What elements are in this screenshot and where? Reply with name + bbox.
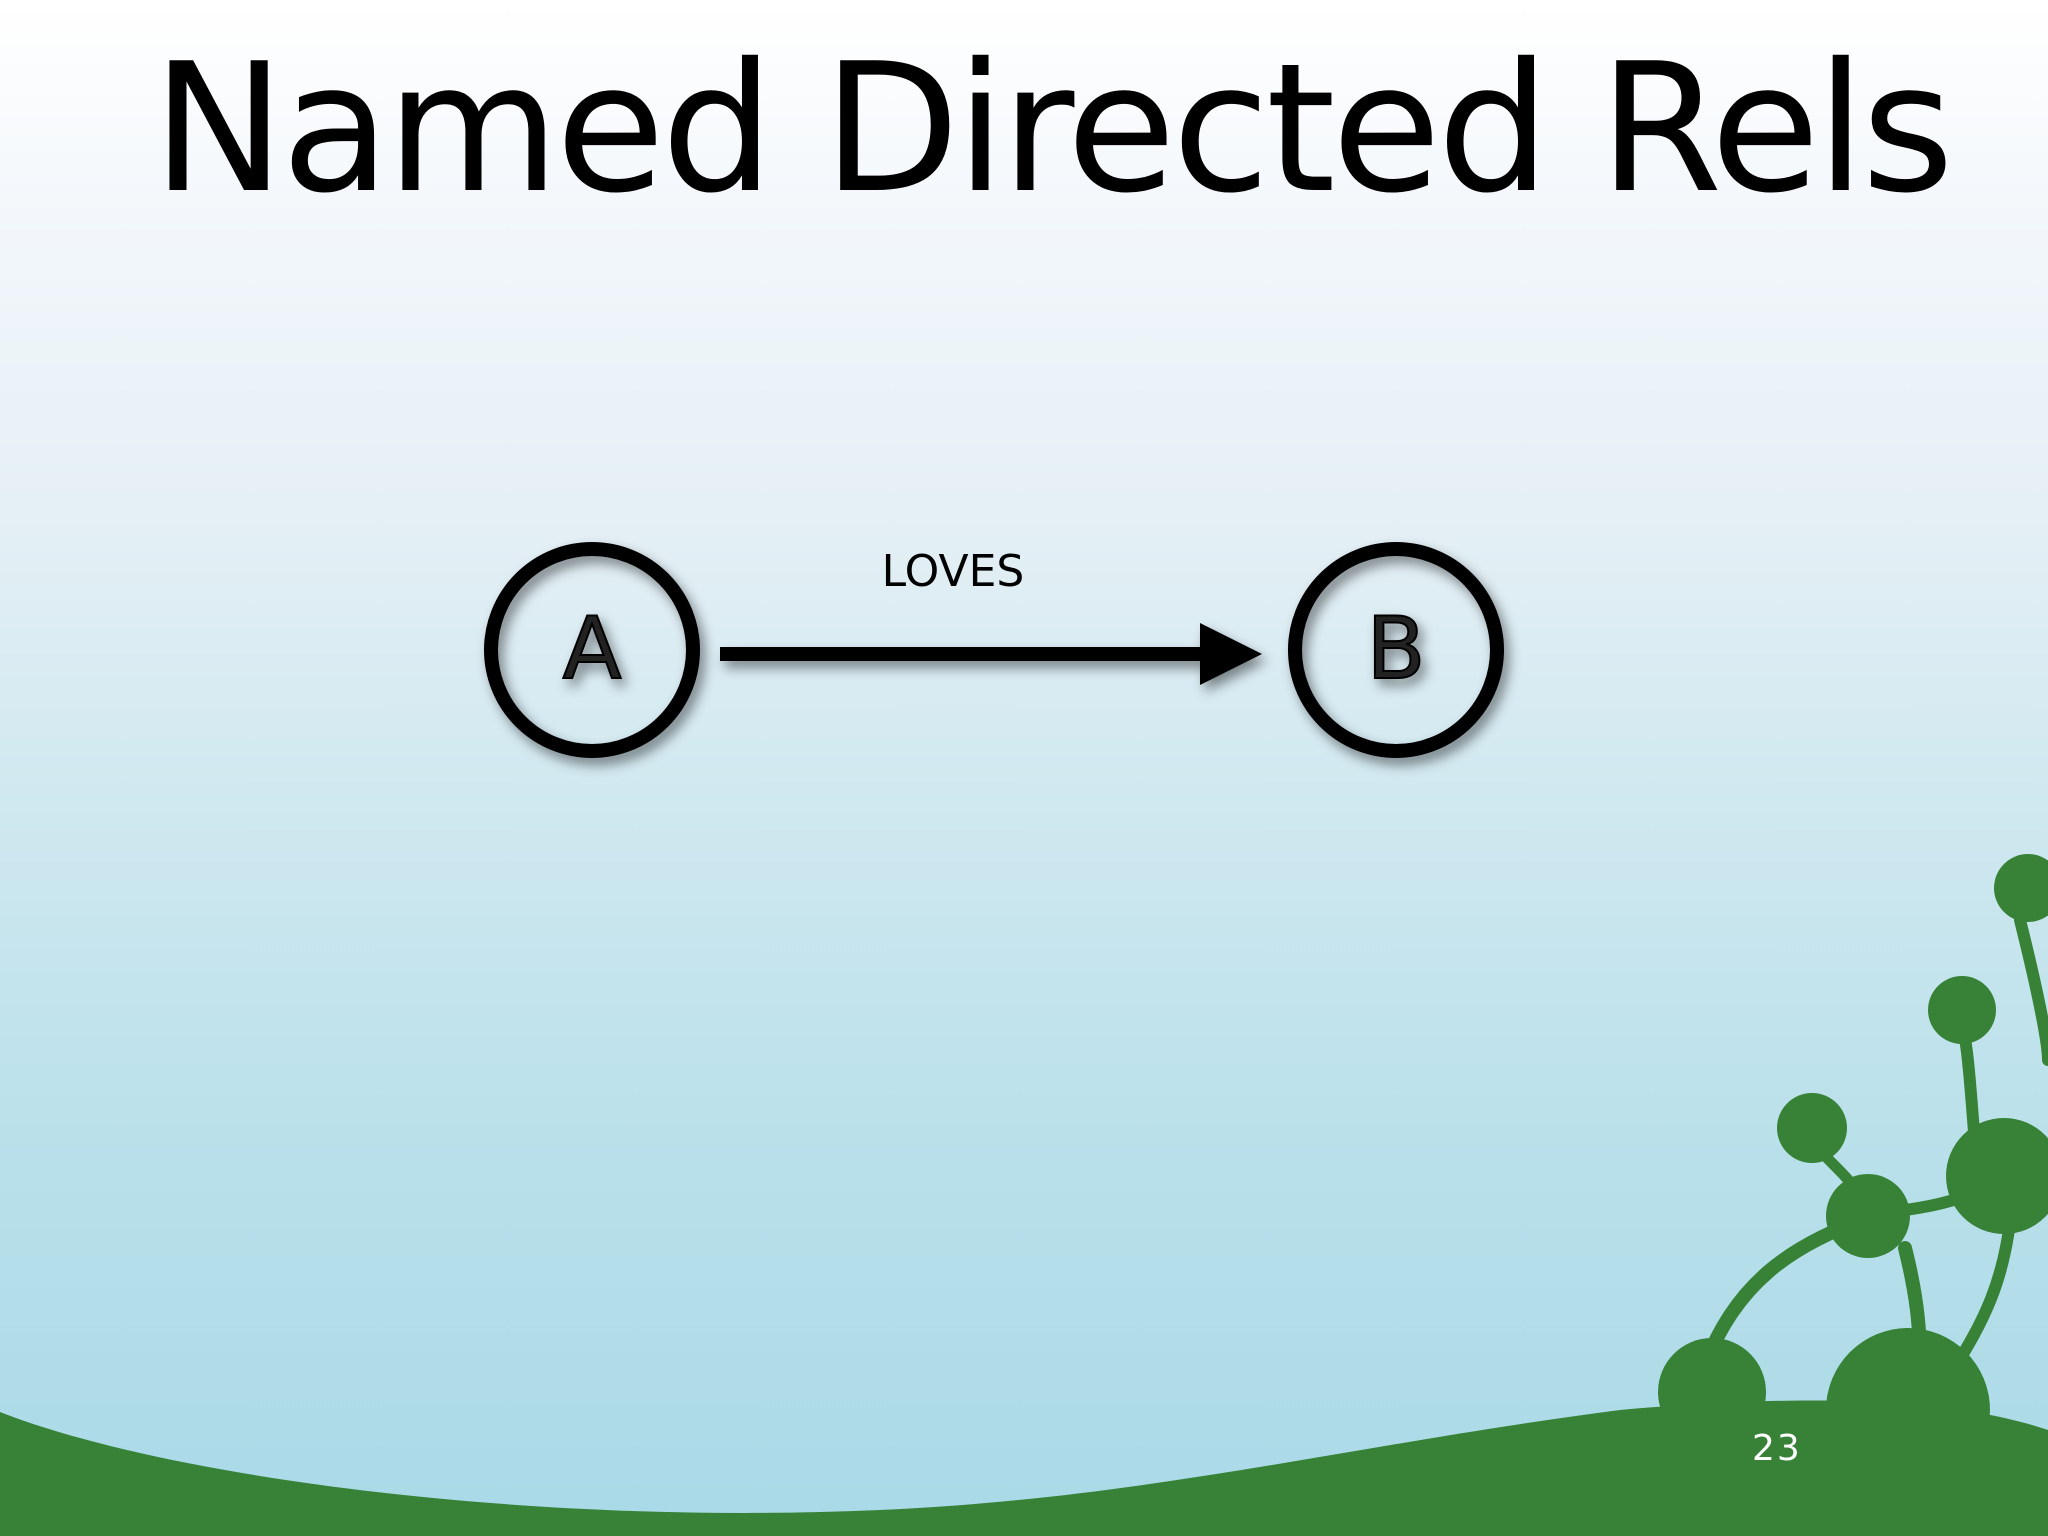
edge-label: LOVES [882,546,1025,597]
slide-title: Named Directed Rels [152,25,1954,232]
arrowhead-icon [1200,623,1262,685]
node-a-label: A [563,599,622,699]
node-b-circle [1288,542,1504,758]
green-hill [0,1400,2048,1536]
molecule-node [1658,1338,1766,1446]
edge-loves[interactable] [720,623,1262,685]
page-number: 23 [1752,1428,1802,1469]
molecule-node [1777,1093,1847,1163]
node-a-circle [484,542,700,758]
molecule-node [1826,1328,1990,1492]
edge-line [720,647,1206,661]
molecule-stem [2014,914,2048,1066]
molecule-node [1946,1118,2048,1234]
node-b[interactable]: B [1288,542,1504,758]
node-b-label: B [1367,599,1426,699]
molecule-node [1826,1174,1910,1258]
molecule-node [1928,976,1996,1044]
molecule-node [1994,854,2048,922]
node-a[interactable]: A [484,542,700,758]
